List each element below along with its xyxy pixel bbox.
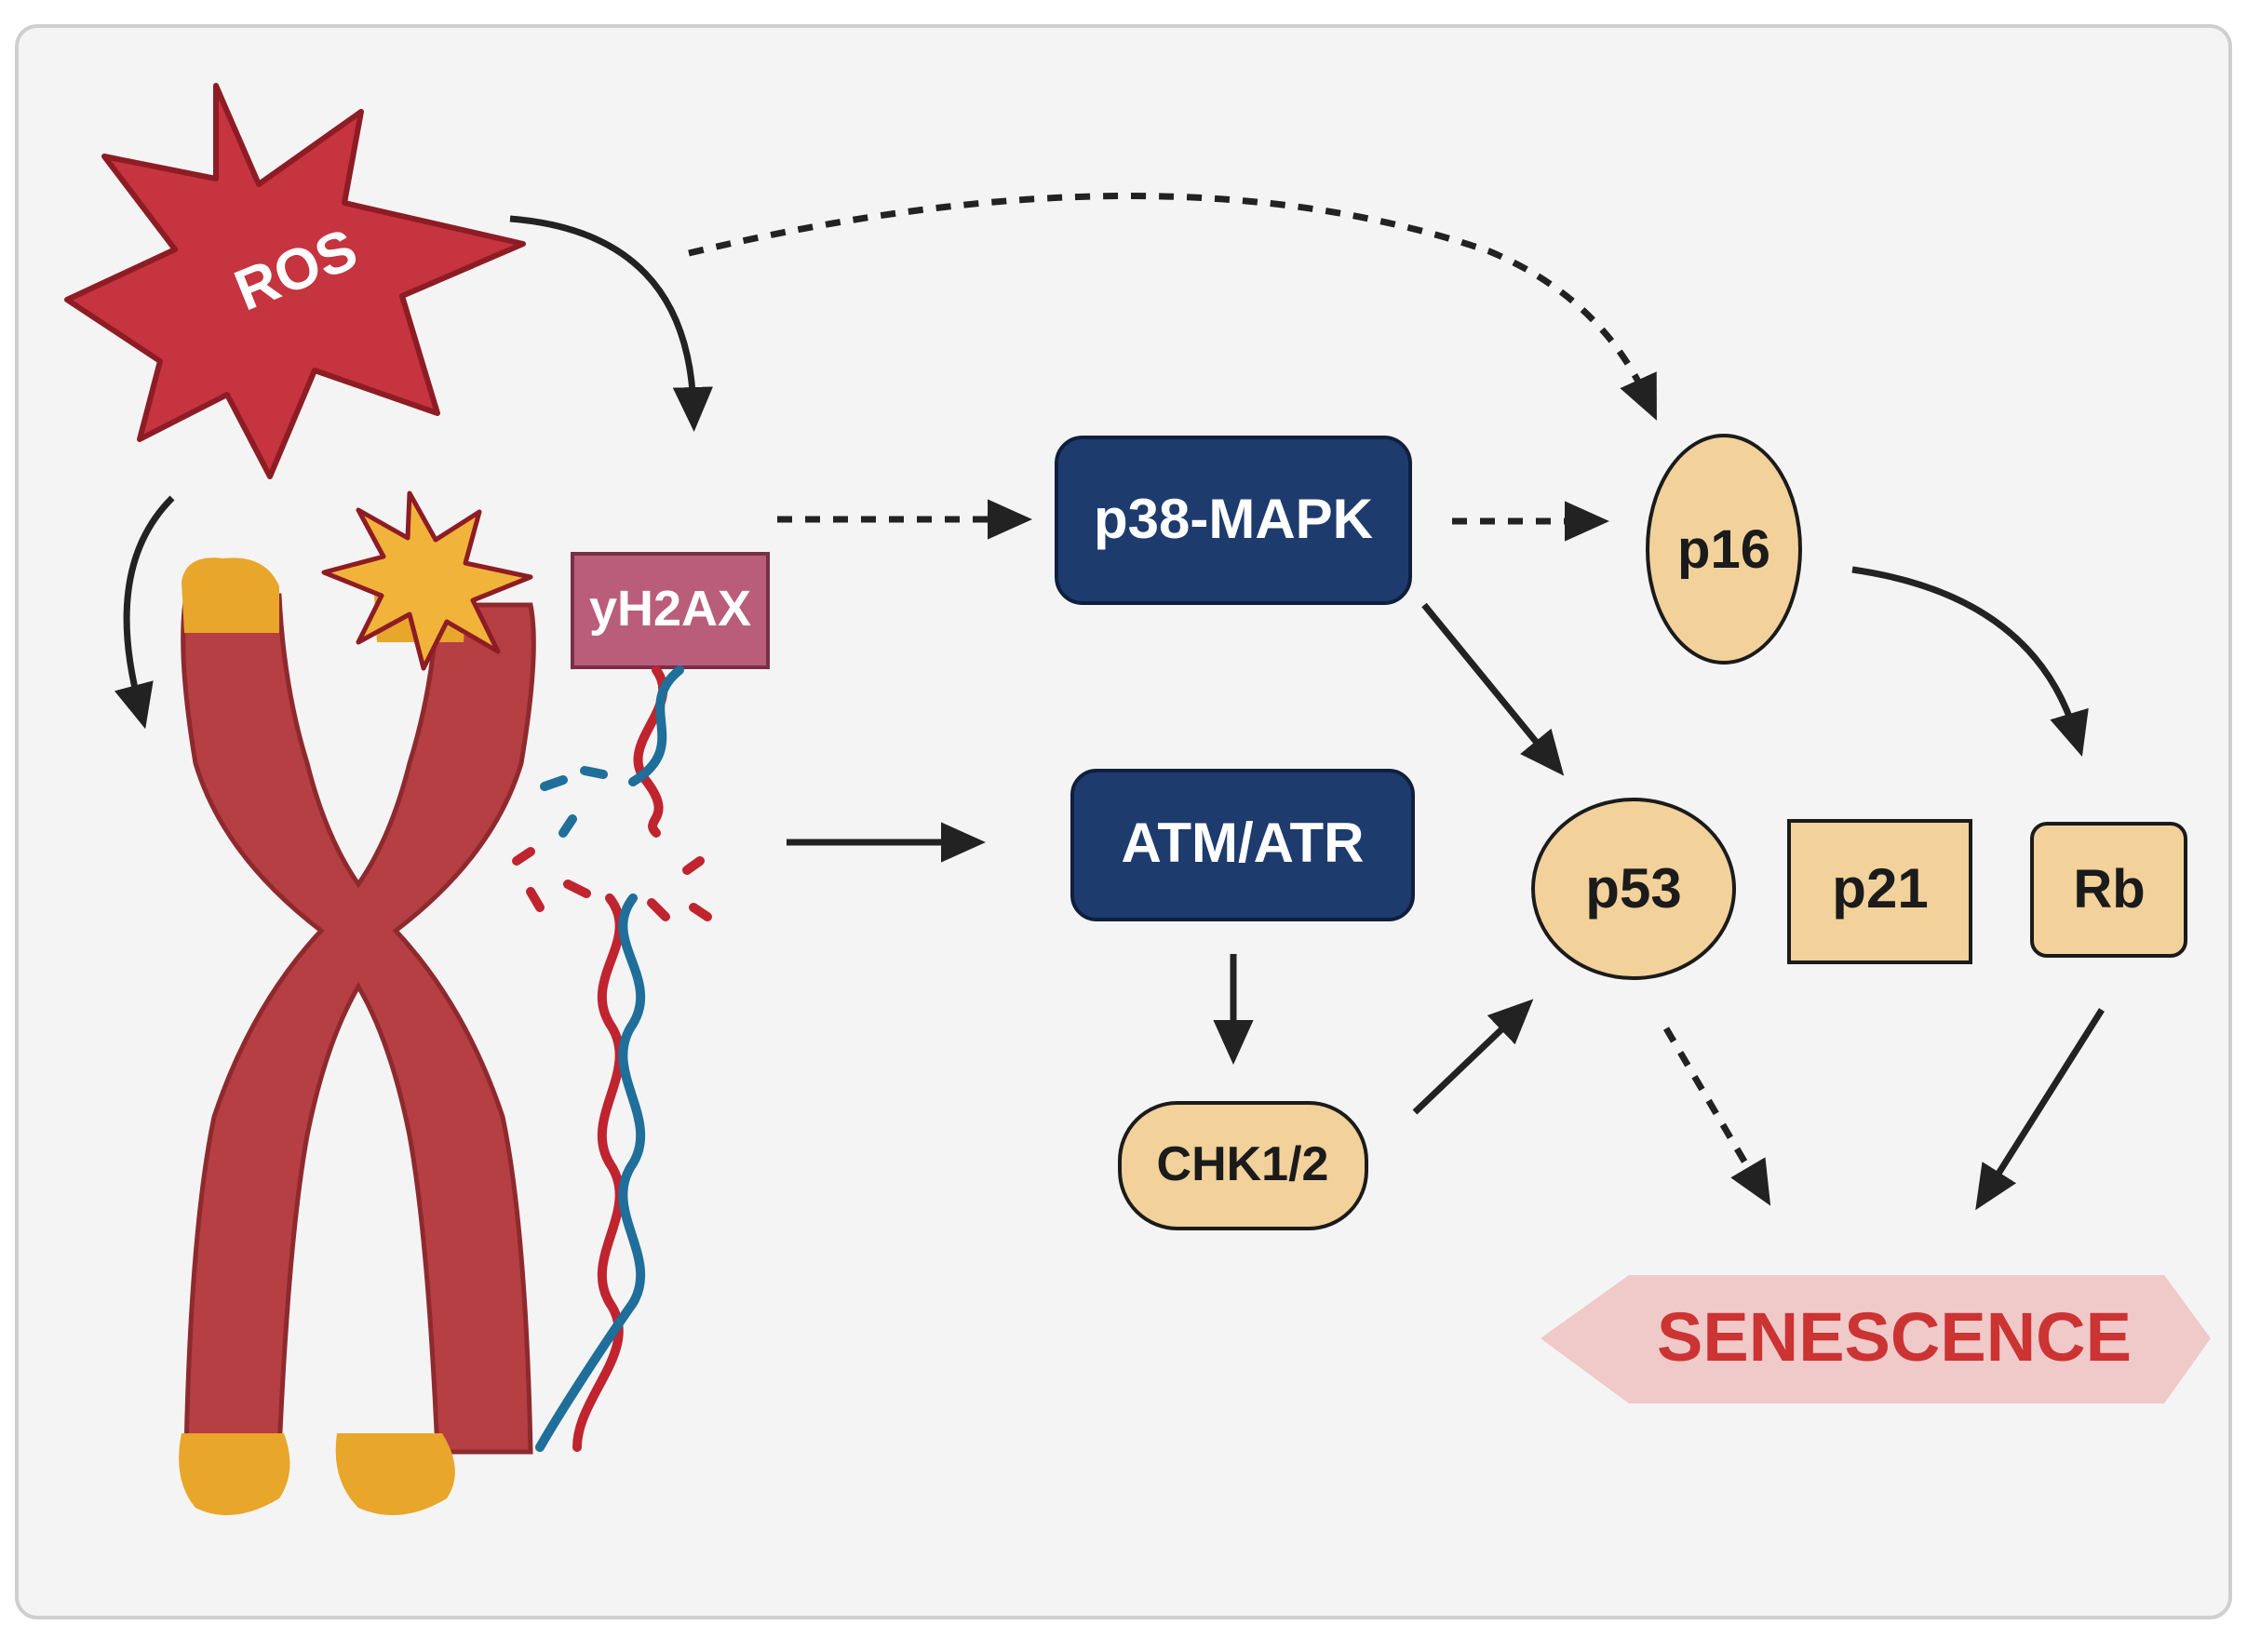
arrow-ros-to-p16 bbox=[688, 193, 1657, 421]
senescence-label: SENESCENCE bbox=[1657, 1298, 2132, 1376]
dna-helix-icon bbox=[512, 665, 712, 1452]
arrow-chk-to-p53 bbox=[1412, 999, 1534, 1115]
pathway-arrows bbox=[114, 193, 2105, 1211]
damage-burst-icon bbox=[321, 490, 533, 671]
arrow-rb-to-senescence bbox=[1975, 1008, 2105, 1211]
p53-label: p53 bbox=[1585, 857, 1681, 920]
arrow-ros-to-chromosome bbox=[114, 495, 175, 730]
rb-node: Rb bbox=[2030, 822, 2187, 958]
yh2ax-label: yH2AX bbox=[589, 581, 751, 637]
arrow-p16-to-rb bbox=[1851, 566, 2089, 757]
p53-node: p53 bbox=[1531, 798, 1736, 980]
atm-atr-label: ATM/ATR bbox=[1121, 812, 1364, 874]
arrow-ros-to-yh2ax bbox=[509, 215, 713, 432]
chk1-2-node: CHK1/2 bbox=[1118, 1101, 1368, 1230]
atm-atr-node: ATM/ATR bbox=[1070, 769, 1415, 921]
arrow-p53-to-senescence bbox=[1662, 1027, 1771, 1206]
telomere-top-left-icon bbox=[182, 557, 279, 633]
rb-label: Rb bbox=[2073, 859, 2145, 920]
telomere-bottom-left-icon bbox=[179, 1433, 290, 1515]
arrow-p38-to-p53 bbox=[1421, 602, 1565, 776]
p21-node: p21 bbox=[1787, 819, 1972, 964]
p16-node: p16 bbox=[1646, 434, 1802, 665]
p16-label: p16 bbox=[1677, 519, 1770, 580]
yh2ax-marker: yH2AX bbox=[571, 552, 770, 669]
senescence-banner: SENESCENCE bbox=[1541, 1275, 2211, 1404]
p21-label: p21 bbox=[1832, 857, 1928, 920]
telomere-bottom-right-icon bbox=[335, 1433, 455, 1515]
chk1-2-label: CHK1/2 bbox=[1157, 1137, 1329, 1191]
p38-mapk-label: p38-MAPK bbox=[1094, 488, 1373, 550]
ros-starburst: ROS bbox=[64, 83, 526, 479]
p38-mapk-node: p38-MAPK bbox=[1055, 436, 1412, 605]
